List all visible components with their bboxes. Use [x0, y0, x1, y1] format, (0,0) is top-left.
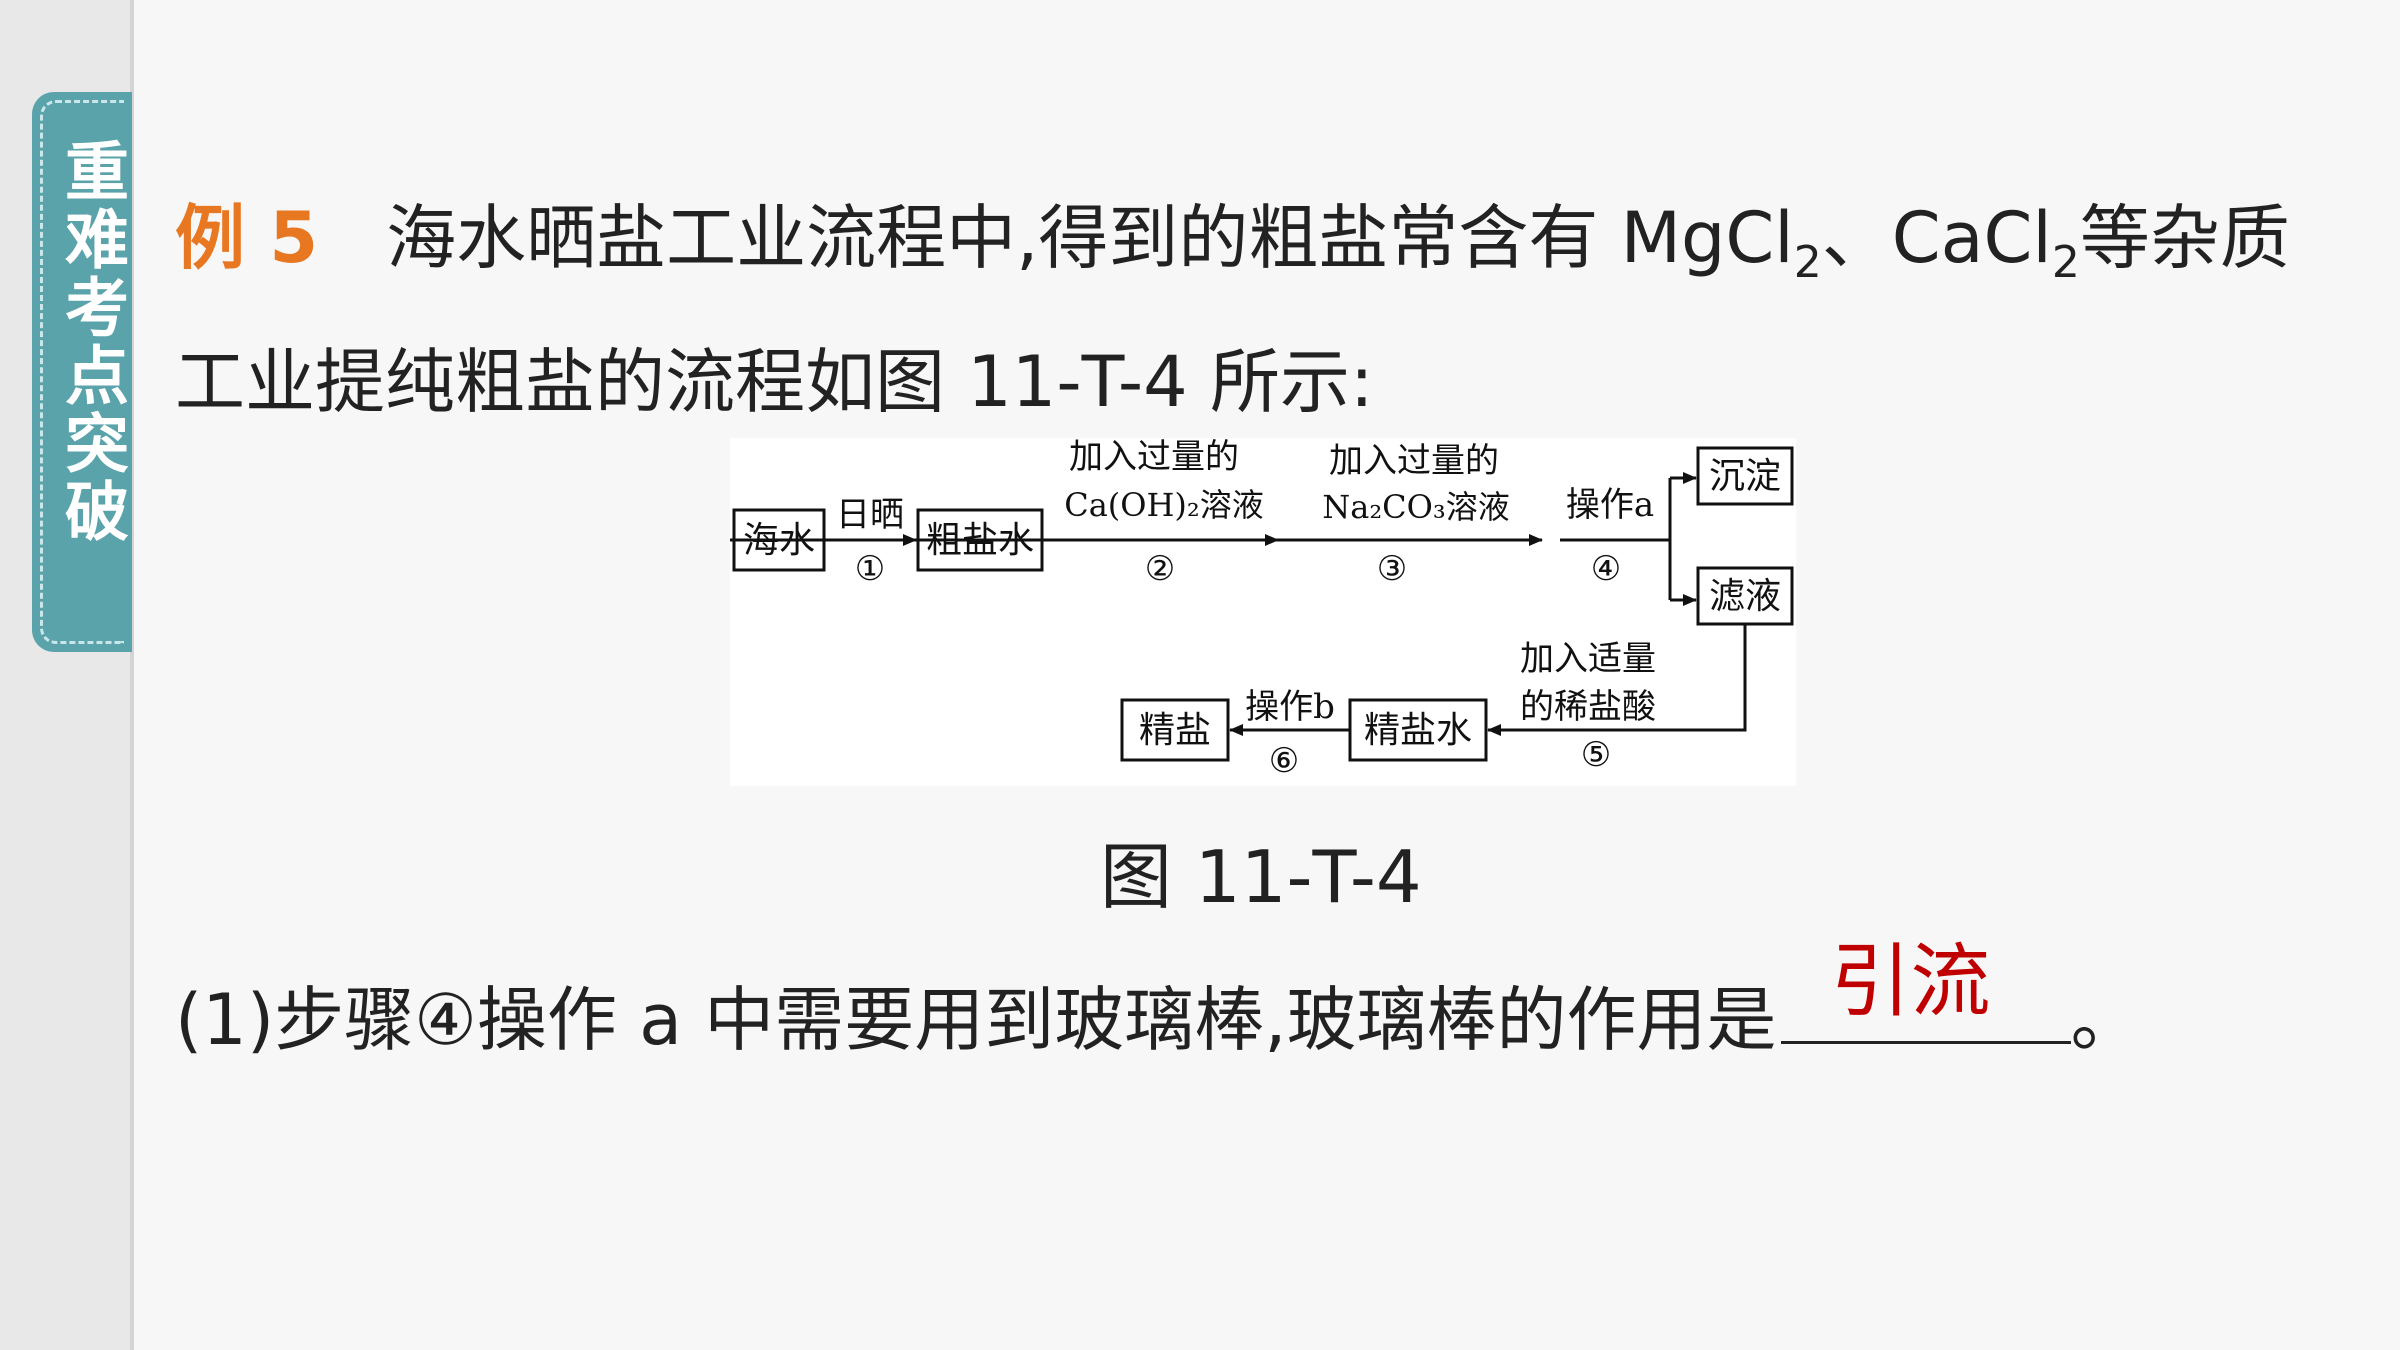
step-2-number: ②	[1145, 549, 1175, 589]
step-5-label-top: 加入适量	[1520, 639, 1656, 679]
label-seawater: 海水	[743, 520, 815, 561]
label-precipitate: 沉淀	[1709, 456, 1781, 497]
step-4-number: ④	[1591, 549, 1621, 589]
answer-text: 引流	[1830, 935, 1991, 1028]
question-1-text: (1)步骤④操作 a 中需要用到玻璃棒,玻璃棒的作用是	[175, 979, 1777, 1061]
section-tag: 重难考点突破	[32, 92, 132, 652]
example-text-b: 、CaCl	[1821, 197, 2052, 279]
section-tag-label: 重难考点突破	[54, 138, 128, 546]
example-text-a: 海水晒盐工业流程中,得到的粗盐常含有 MgCl	[386, 197, 1794, 279]
step-1-label: 日晒	[836, 495, 904, 535]
flow-diagram: 海水 粗盐水 沉淀 滤液 精盐水 精盐 日晒 ① 加入过量的 Ca(OH)₂溶液…	[730, 438, 1796, 786]
step-4-label: 操作a	[1566, 485, 1654, 525]
step-6-label: 操作b	[1245, 687, 1335, 727]
figure-caption: 图 11-T-4	[1100, 835, 1422, 919]
question-1-end: 。	[2070, 979, 2141, 1061]
subscript-b: 2	[2051, 237, 2080, 288]
step-1-number: ①	[855, 549, 885, 589]
example-text-c: 等杂质	[2079, 197, 2290, 279]
question-1: (1)步骤④操作 a 中需要用到玻璃棒,玻璃棒的作用是引流。	[175, 935, 2141, 1065]
step-2-label-bottom: Ca(OH)₂溶液	[1064, 486, 1264, 524]
step-3-number: ③	[1377, 549, 1407, 589]
step-3-label-top: 加入过量的	[1329, 441, 1499, 481]
example-label: 例 5	[175, 197, 319, 279]
step-2-label-top: 加入过量的	[1069, 438, 1239, 477]
step-3-label-bottom: Na₂CO₃溶液	[1322, 488, 1509, 526]
label-pure-salt: 精盐	[1139, 710, 1211, 751]
step-5-label-bottom: 的稀盐酸	[1520, 687, 1656, 727]
arrow-step-5	[1487, 624, 1747, 736]
label-pure-brine: 精盐水	[1364, 710, 1472, 751]
left-sidebar: 重难考点突破	[0, 0, 134, 1350]
tag-dashed-border	[40, 100, 124, 644]
flow-diagram-svg: 海水 粗盐水 沉淀 滤液 精盐水 精盐 日晒 ① 加入过量的 Ca(OH)₂溶液…	[730, 438, 1794, 781]
subscript-a: 2	[1793, 237, 1822, 288]
box-precipitate	[1696, 446, 1794, 506]
label-filtrate: 滤液	[1709, 576, 1781, 617]
step-6-number: ⑥	[1269, 741, 1299, 781]
answer-blank: 引流	[1780, 935, 2071, 1044]
box-pure-salt	[1120, 698, 1230, 762]
example-line-2: 工业提纯粗盐的流程如图 11-T-4 所示:	[175, 341, 1374, 423]
label-crude-brine: 粗盐水	[926, 520, 1034, 561]
step-5-number: ⑤	[1581, 735, 1611, 775]
